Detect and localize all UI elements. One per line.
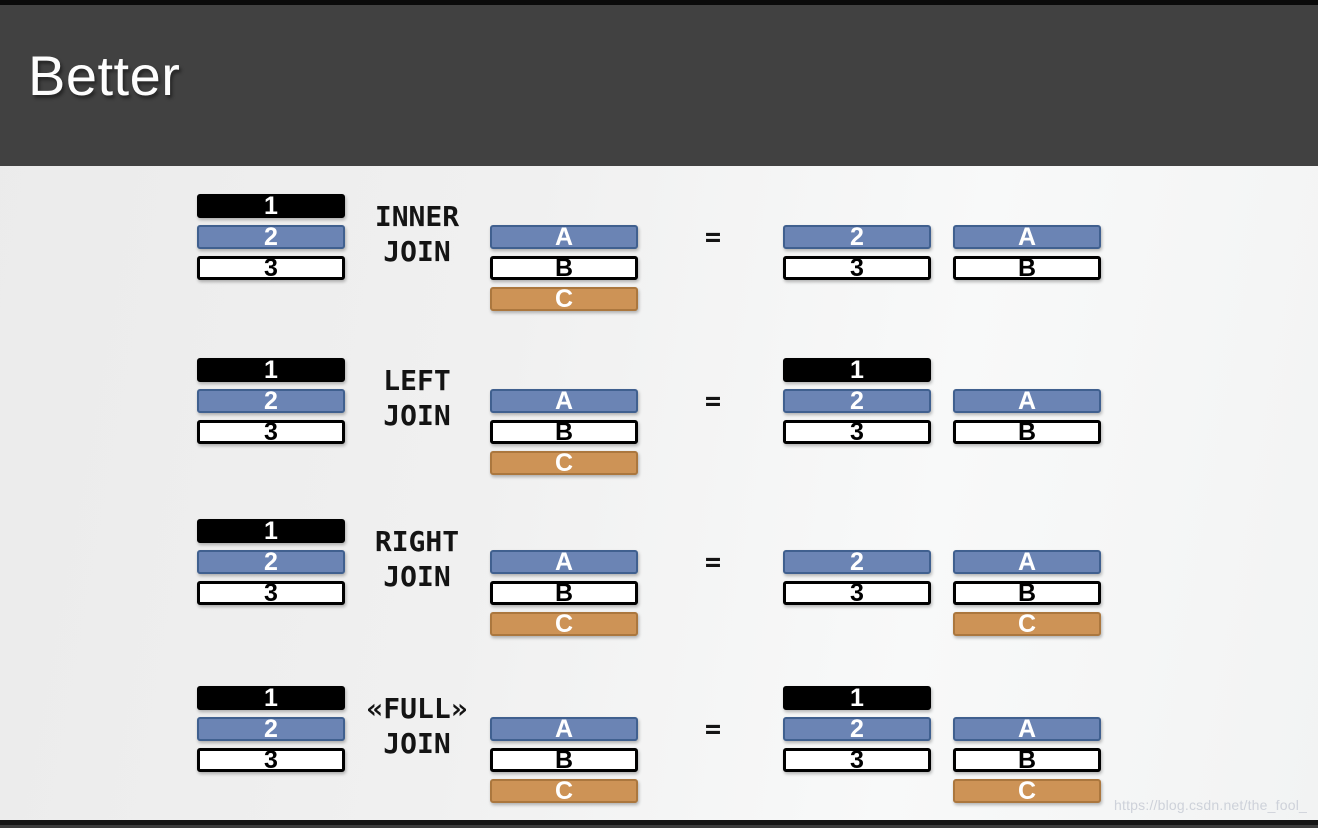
- full-right-table-bar-A: A: [490, 716, 638, 741]
- inner-join-label-line: JOIN: [383, 235, 451, 268]
- full-join-label: «FULL»JOIN: [342, 691, 492, 761]
- right-right-table-bar-A: A: [490, 549, 638, 574]
- left-result-left-table-bar-3: 3: [783, 419, 931, 444]
- right-left-table-bar-1: 1: [197, 518, 345, 543]
- right-result-right-table-bar-C: C: [953, 611, 1101, 636]
- left-left-table-bar-3: 3: [197, 419, 345, 444]
- right-result-right-table-bar-B: B: [953, 580, 1101, 605]
- left-join-label-line: JOIN: [383, 399, 451, 432]
- full-right-table-bar-B: B: [490, 747, 638, 772]
- right-left-table-bar-3: 3: [197, 580, 345, 605]
- left-join-label-line: LEFT: [383, 364, 451, 397]
- top-border-strip: [0, 0, 1318, 5]
- right-result-left-table-bar-3: 3: [783, 580, 931, 605]
- full-join-label-line: «FULL»: [366, 692, 468, 725]
- left-right-table-bar-B: B: [490, 419, 638, 444]
- inner-left-table-bar-2: 2: [197, 224, 345, 249]
- inner-left-table: 1 2 3: [197, 193, 345, 280]
- equals-sign: =: [704, 546, 722, 578]
- full-result-left-table: 1 2 3: [783, 685, 931, 772]
- left-right-table-bar-A: A: [490, 388, 638, 413]
- full-result-right-table-bar-B: B: [953, 747, 1101, 772]
- left-right-table-bar-C: C: [490, 450, 638, 475]
- left-result-left-table: 1 2 3: [783, 357, 931, 444]
- bottom-border-strip: [0, 820, 1318, 828]
- left-result-right-table-bar-A: A: [953, 388, 1101, 413]
- inner-right-table-bar-A: A: [490, 224, 638, 249]
- inner-left-table-bar-1: 1: [197, 193, 345, 218]
- inner-result-left-table-bar-3: 3: [783, 255, 931, 280]
- inner-result-right-table-bar-B: B: [953, 255, 1101, 280]
- right-result-right-table-bar-A: A: [953, 549, 1101, 574]
- full-right-table-bar-C: C: [490, 778, 638, 803]
- full-result-left-table-bar-1: 1: [783, 685, 931, 710]
- slide-header: Better: [0, 5, 1318, 166]
- right-left-table: 1 2 3: [197, 518, 345, 605]
- inner-right-table-bar-B: B: [490, 255, 638, 280]
- page-title: Better: [28, 44, 181, 107]
- inner-join-label-line: INNER: [374, 200, 460, 233]
- right-right-table-bar-C: C: [490, 611, 638, 636]
- full-left-table-bar-3: 3: [197, 747, 345, 772]
- left-result-left-table-bar-1: 1: [783, 357, 931, 382]
- right-left-table-bar-2: 2: [197, 549, 345, 574]
- full-join-label-line: JOIN: [383, 727, 451, 760]
- full-left-table: 1 2 3: [197, 685, 345, 772]
- right-join-label-line: RIGHT: [374, 525, 460, 558]
- inner-result-left-table-bar-2: 2: [783, 224, 931, 249]
- right-join-label-line: JOIN: [383, 560, 451, 593]
- equals-sign: =: [704, 385, 722, 417]
- left-result-right-table-bar-B: B: [953, 419, 1101, 444]
- equals-sign: =: [704, 221, 722, 253]
- left-left-table: 1 2 3: [197, 357, 345, 444]
- full-left-table-bar-1: 1: [197, 685, 345, 710]
- full-result-left-table-bar-3: 3: [783, 747, 931, 772]
- right-right-table-bar-B: B: [490, 580, 638, 605]
- full-result-right-table-bar-C: C: [953, 778, 1101, 803]
- left-left-table-bar-2: 2: [197, 388, 345, 413]
- equals-sign: =: [704, 713, 722, 745]
- full-left-table-bar-2: 2: [197, 716, 345, 741]
- inner-result-right-table-bar-A: A: [953, 224, 1101, 249]
- inner-left-table-bar-3: 3: [197, 255, 345, 280]
- watermark: https://blog.csdn.net/the_fool_: [1114, 797, 1307, 813]
- left-left-table-bar-1: 1: [197, 357, 345, 382]
- full-result-right-table-bar-A: A: [953, 716, 1101, 741]
- inner-right-table-bar-C: C: [490, 286, 638, 311]
- right-result-left-table-bar-2: 2: [783, 549, 931, 574]
- full-result-left-table-bar-2: 2: [783, 716, 931, 741]
- left-result-left-table-bar-2: 2: [783, 388, 931, 413]
